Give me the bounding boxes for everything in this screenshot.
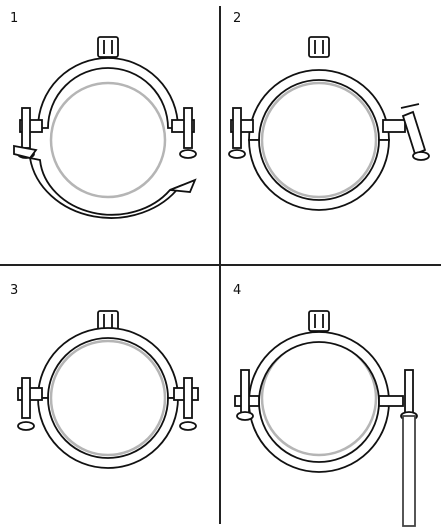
step-label: 4 — [233, 283, 242, 298]
step-label: 3 — [10, 283, 19, 298]
pipe-clamp-screw-swung-illustration — [228, 36, 430, 211]
panel-step-1: 1 — [0, 0, 218, 262]
step-label: 2 — [233, 11, 242, 26]
top-nut — [97, 36, 119, 58]
horizontal-divider — [0, 264, 441, 266]
pipe-circle — [49, 81, 167, 199]
step-label: 1 — [10, 11, 19, 26]
upper-band — [37, 57, 179, 129]
pipe-clamp-closed-illustration — [17, 310, 199, 469]
left-screw — [21, 107, 31, 149]
threaded-rod — [402, 415, 416, 527]
pipe-clamp-mounted-illustration — [234, 310, 418, 527]
panel-step-3: 3 — [0, 266, 218, 528]
panel-step-4: 4 — [221, 266, 439, 528]
panel-step-2: 2 — [221, 0, 439, 262]
pipe-clamp-open-illustration — [13, 36, 197, 219]
right-screw — [183, 107, 193, 149]
